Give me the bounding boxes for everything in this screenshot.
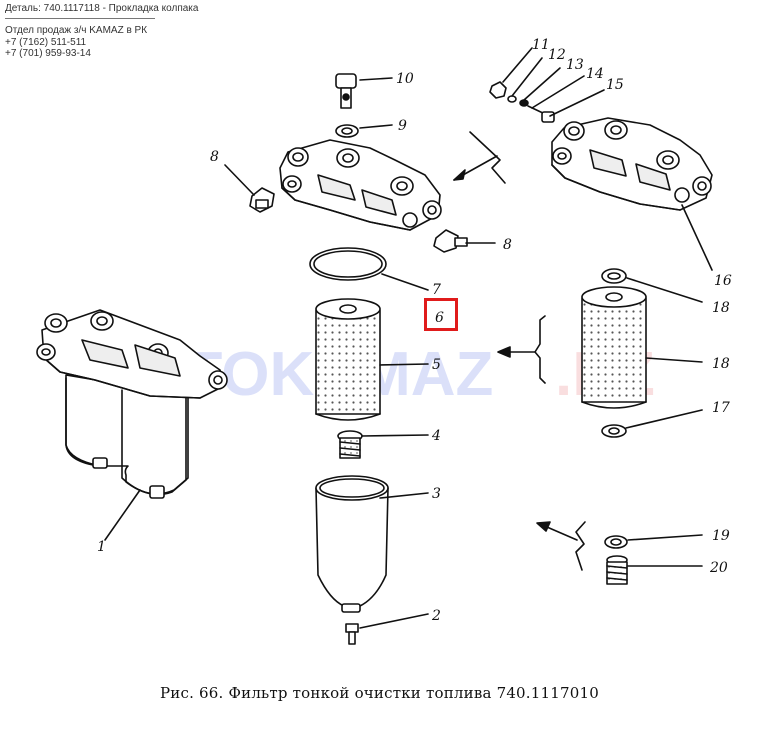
- callout-4: 4: [431, 428, 441, 444]
- filter-housing-right: [551, 117, 713, 211]
- callout-16: 16: [714, 273, 732, 289]
- sales-department: Отдел продаж з/ч KAMAZ в РК: [5, 25, 148, 36]
- filter-element-replacement: [581, 286, 647, 409]
- callout-13: 13: [566, 57, 584, 73]
- callout-12: 12: [548, 47, 566, 63]
- spring: [606, 555, 628, 585]
- callout-18-top: 18: [712, 300, 730, 316]
- spring-seat: [337, 430, 363, 459]
- callout-18: 18: [712, 356, 730, 372]
- callout-17: 17: [712, 400, 730, 416]
- callout-11: 11: [532, 37, 550, 53]
- gasket-ring: [309, 247, 387, 281]
- callout-14: 14: [586, 66, 604, 82]
- callout-15: 15: [606, 77, 624, 93]
- callout-3: 3: [432, 486, 441, 502]
- callout-20: 20: [709, 560, 728, 576]
- callout-5: 5: [432, 357, 441, 373]
- filter-housing-cover: [279, 139, 442, 231]
- callout-9: 9: [398, 118, 407, 134]
- callout-10: 10: [396, 71, 414, 87]
- filter-element: [315, 298, 381, 421]
- bowl-drain-plug: [345, 623, 359, 645]
- highlight-box-part-6: [424, 298, 458, 331]
- drain-plug-left: [249, 187, 275, 213]
- part-detail-title: Деталь: 740.1117118 - Прокладка колпака: [5, 3, 199, 14]
- phone-1: +7 (7162) 511-511: [5, 37, 87, 48]
- callout-19: 19: [712, 528, 730, 544]
- figure-caption: Рис. 66. Фильтр тонкой очистки топлива 7…: [160, 684, 599, 702]
- header-separator: [5, 18, 155, 19]
- callout-7: 7: [432, 282, 441, 298]
- callout-6: 6: [435, 310, 444, 326]
- callout-8-right: 8: [503, 237, 512, 253]
- valve-parts: [489, 81, 555, 123]
- callout-2: 2: [431, 608, 441, 624]
- callout-8-left: 8: [210, 149, 219, 165]
- filter-assembly: [36, 309, 228, 499]
- phone-2: +7 (701) 959-93-14: [5, 48, 91, 59]
- callout-1: 1: [97, 539, 106, 555]
- drain-plug-right: [433, 229, 468, 253]
- banjo-bolt: [335, 73, 357, 109]
- filter-bowl: [315, 475, 389, 613]
